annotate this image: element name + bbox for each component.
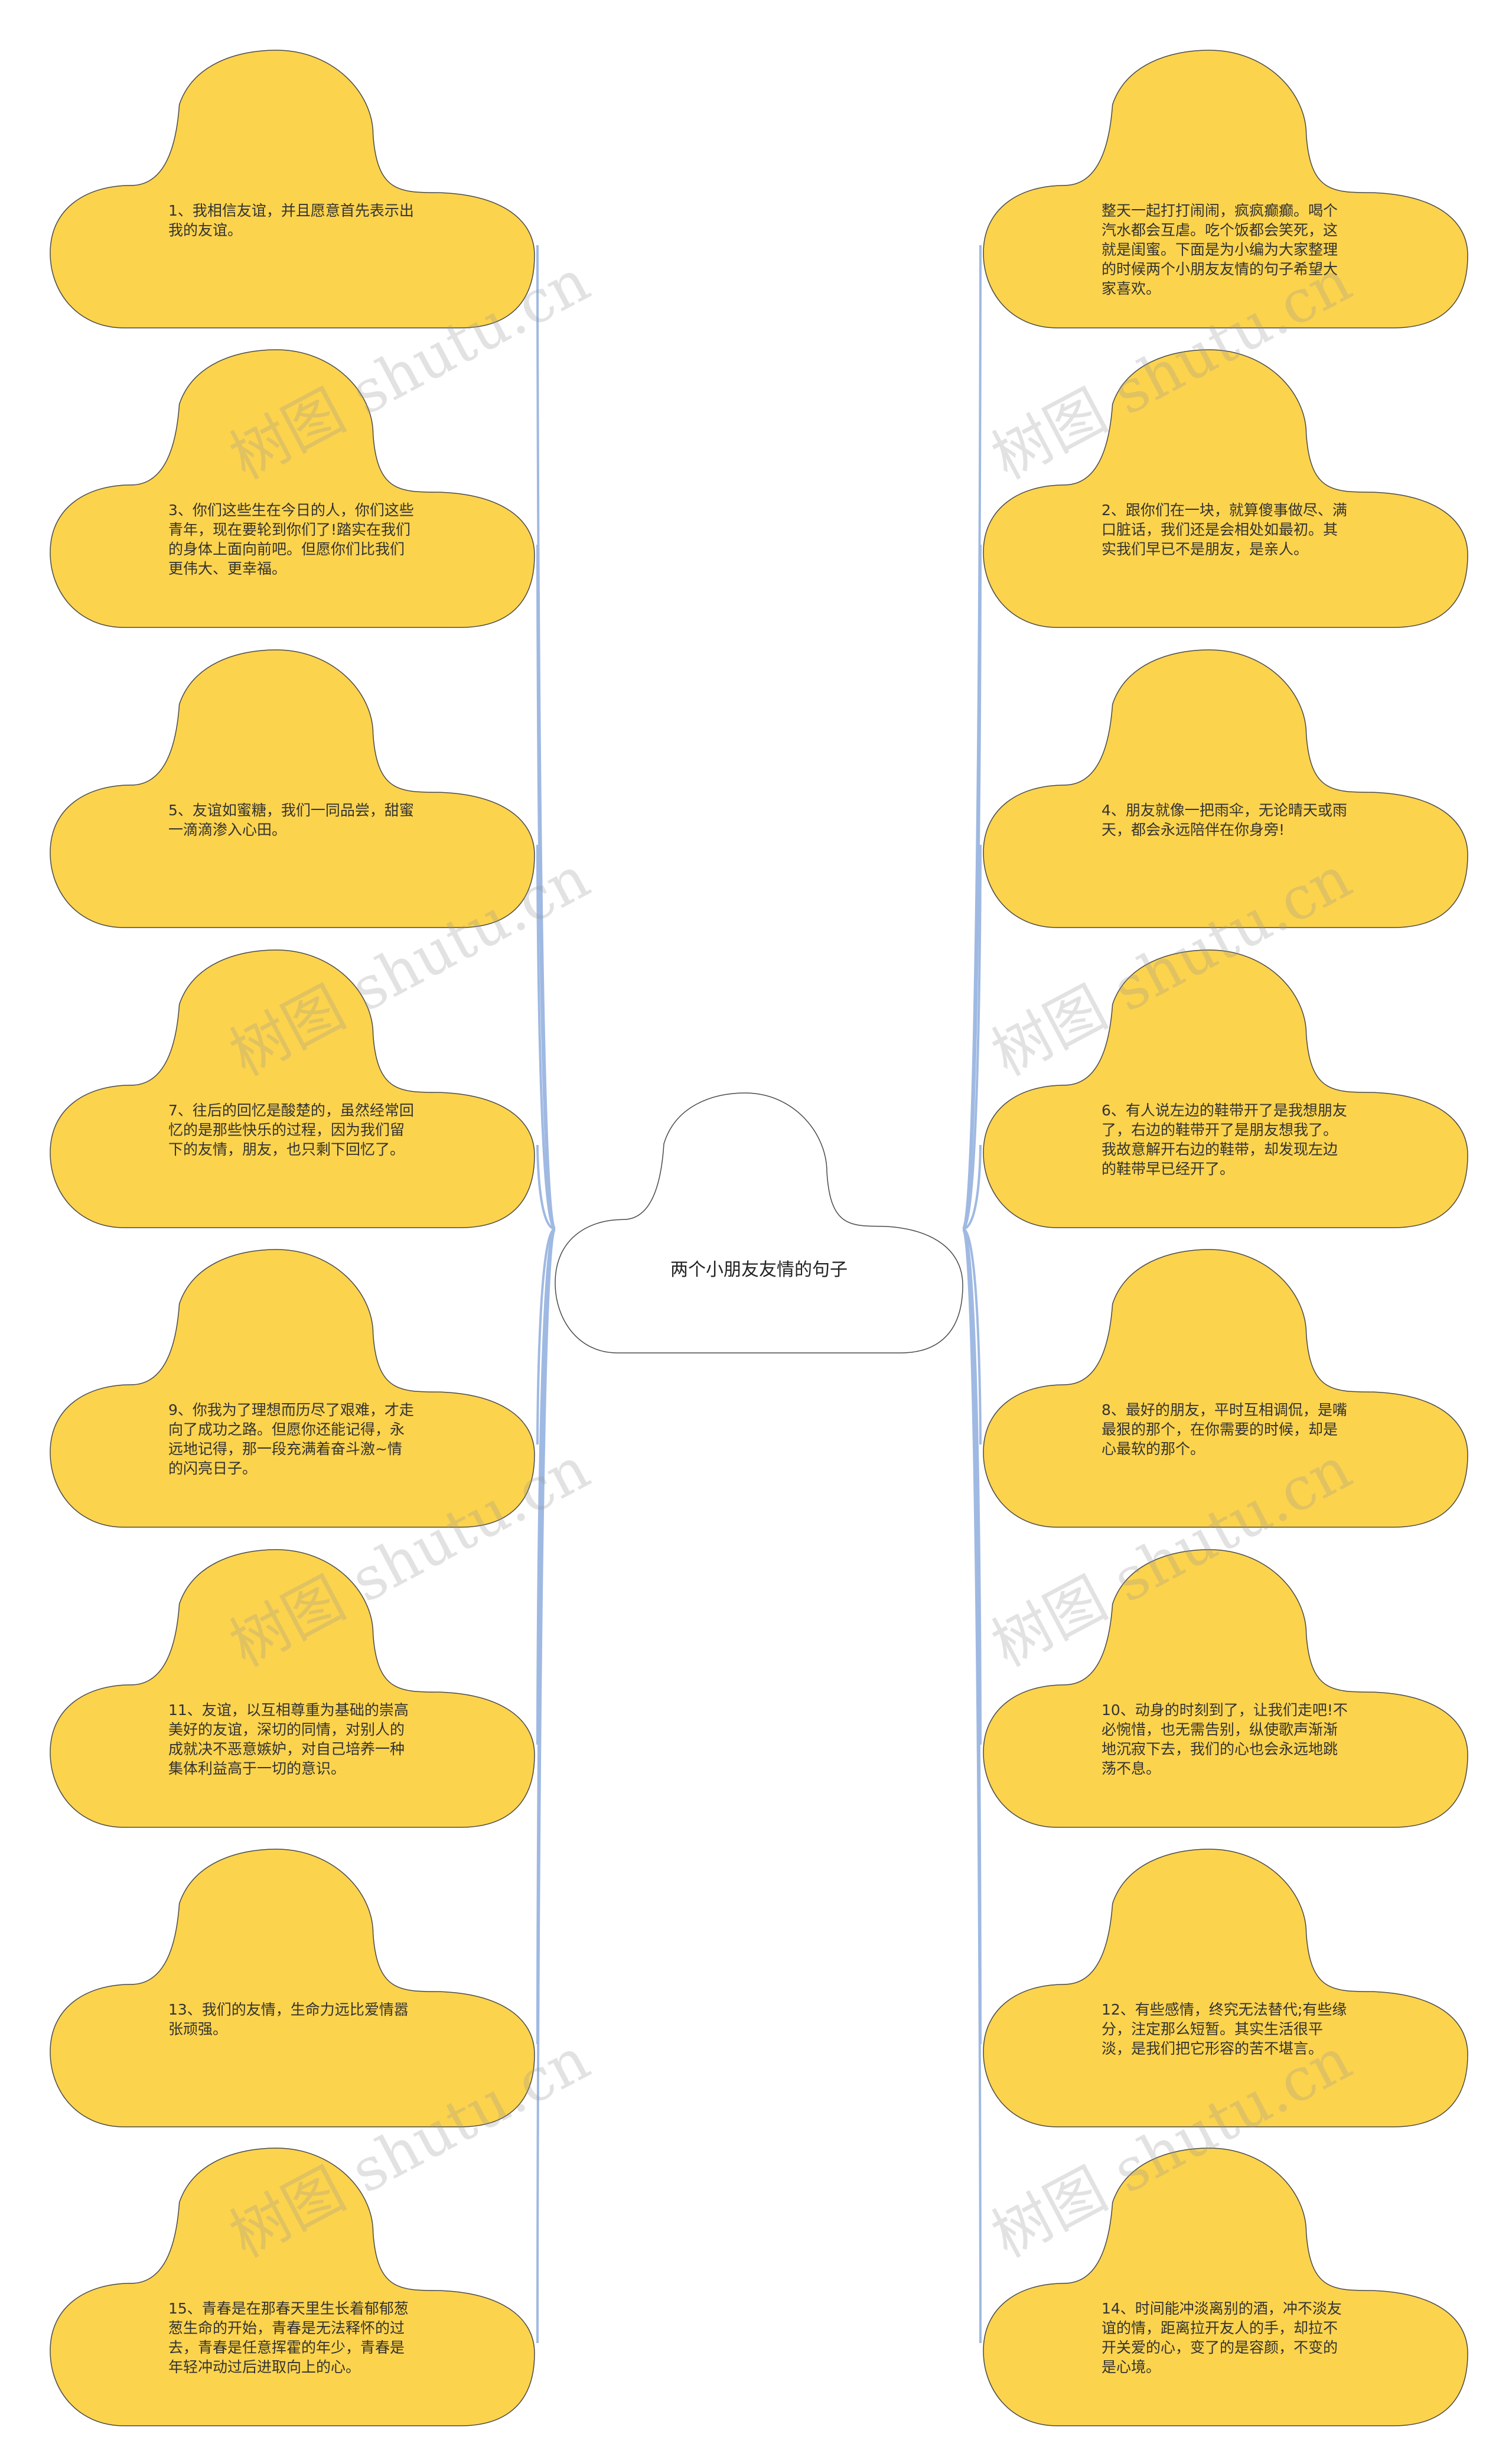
left-node-4[interactable]: 7、往后的回忆是酸楚的，虽然经常回忆的是那些快乐的过程，因为我们留下的友情，朋友… — [50, 950, 535, 1228]
right-node-6[interactable]: 10、动身的时刻到了，让我们走吧!不必惋惜，也无需告别，纵使歌声渐渐地沉寂下去，… — [983, 1550, 1468, 1827]
cloud-shape — [983, 950, 1468, 1228]
right-node-2[interactable]: 2、跟你们在一块，就算傻事做尽、满口脏话，我们还是会相处如最初。其实我们早已不是… — [983, 350, 1468, 627]
node-text: 8、最好的朋友，平时互相调侃，是嘴最狠的那个，在你需要的时候，却是心最软的那个。 — [1102, 1401, 1347, 1457]
right-link-5 — [962, 1228, 982, 1445]
right-link-8 — [962, 1228, 982, 2344]
node-text: 3、你们这些生在今日的人，你们这些青年，现在要轮到你们了!踏实在我们的身体上面向… — [168, 502, 414, 577]
cloud-shape — [50, 950, 535, 1228]
cloud-shape — [50, 650, 535, 928]
left-link-3 — [536, 844, 556, 1230]
cloud-shape — [983, 1550, 1468, 1827]
node-text: 9、你我为了理想而历尽了艰难，才走向了成功之路。但愿你还能记得，永远地记得，那一… — [168, 1401, 414, 1477]
right-link-3 — [962, 844, 982, 1230]
right-node-8[interactable]: 14、时间能冲淡离别的酒，冲不淡友谊的情，距离拉开友人的手，却拉不开关爱的心，变… — [983, 2148, 1468, 2426]
cloud-shape — [50, 1250, 535, 1527]
cloud-shape — [983, 2148, 1468, 2426]
left-link-8 — [536, 1228, 556, 2344]
left-node-8[interactable]: 15、青春是在那春天里生长着郁郁葱葱生命的开始，青春是无法释怀的过去，青春是任意… — [50, 2148, 535, 2426]
left-node-7[interactable]: 13、我们的友情，生命力远比爱情嚣张顽强。 — [50, 1849, 535, 2127]
right-node-4[interactable]: 6、有人说左边的鞋带开了是我想朋友了，右边的鞋带开了是朋友想我了。我故意解开右边… — [983, 950, 1468, 1228]
cloud-shape — [983, 350, 1468, 627]
node-text: 14、时间能冲淡离别的酒，冲不淡友谊的情，距离拉开友人的手，却拉不开关爱的心，变… — [1102, 2300, 1342, 2376]
central-cloud-shape — [555, 1093, 963, 1353]
node-text: 整天一起打打闹闹，疯疯癫癫。喝个汽水都会互虐。吃个饭都会笑死，这就是闺蜜。下面是… — [1102, 202, 1338, 297]
left-node-6[interactable]: 11、友谊，以互相尊重为基础的崇高美好的友谊，深切的同情，对别人的成就决不恶意嫉… — [50, 1550, 535, 1827]
node-text: 13、我们的友情，生命力远比爱情嚣张顽强。 — [168, 2001, 409, 2038]
cloud-shape — [50, 2148, 535, 2426]
node-text: 1、我相信友谊，并且愿意首先表示出我的友谊。 — [168, 202, 414, 239]
node-text: 2、跟你们在一块，就算傻事做尽、满口脏话，我们还是会相处如最初。其实我们早已不是… — [1102, 502, 1347, 558]
cloud-shape — [50, 350, 535, 627]
right-link-2 — [962, 544, 982, 1230]
central-topic[interactable]: 两个小朋友友情的句子 — [555, 1093, 963, 1353]
node-text: 6、有人说左边的鞋带开了是我想朋友了，右边的鞋带开了是朋友想我了。我故意解开右边… — [1102, 1102, 1347, 1177]
cloud-shape — [50, 50, 535, 328]
cloud-shape — [50, 1849, 535, 2127]
left-node-2[interactable]: 3、你们这些生在今日的人，你们这些青年，现在要轮到你们了!踏实在我们的身体上面向… — [50, 350, 535, 627]
left-node-3[interactable]: 5、友谊如蜜糖，我们一同品尝，甜蜜一滴滴渗入心田。 — [50, 650, 535, 928]
left-link-2 — [536, 544, 556, 1230]
central-topic-label: 两个小朋友友情的句子 — [670, 1260, 848, 1280]
node-text: 10、动身的时刻到了，让我们走吧!不必惋惜，也无需告别，纵使歌声渐渐地沉寂下去，… — [1102, 1701, 1348, 1777]
right-link-1 — [962, 245, 982, 1230]
cloud-shape — [983, 1250, 1468, 1527]
cloud-shape — [983, 650, 1468, 928]
right-node-5[interactable]: 8、最好的朋友，平时互相调侃，是嘴最狠的那个，在你需要的时候，却是心最软的那个。 — [983, 1250, 1468, 1527]
right-link-6 — [962, 1228, 982, 1745]
cloud-shape — [983, 1849, 1468, 2127]
cloud-shape — [983, 50, 1468, 328]
node-text: 7、往后的回忆是酸楚的，虽然经常回忆的是那些快乐的过程，因为我们留下的友情，朋友… — [168, 1102, 414, 1158]
left-node-1[interactable]: 1、我相信友谊，并且愿意首先表示出我的友谊。 — [50, 50, 535, 328]
node-text: 12、有些感情，终究无法替代;有些缘分，注定那么短暂。其实生活很平淡，是我们把它… — [1102, 2001, 1347, 2057]
left-link-5 — [536, 1228, 556, 1445]
cloud-shape — [50, 1550, 535, 1827]
node-text: 15、青春是在那春天里生长着郁郁葱葱生命的开始，青春是无法释怀的过去，青春是任意… — [168, 2300, 409, 2376]
node-text: 4、朋友就像一把雨伞，无论晴天或雨天，都会永远陪伴在你身旁! — [1102, 802, 1347, 838]
left-link-4 — [536, 1144, 556, 1230]
right-node-3[interactable]: 4、朋友就像一把雨伞，无论晴天或雨天，都会永远陪伴在你身旁! — [983, 650, 1468, 928]
left-link-6 — [536, 1228, 556, 1745]
right-node-7[interactable]: 12、有些感情，终究无法替代;有些缘分，注定那么短暂。其实生活很平淡，是我们把它… — [983, 1849, 1468, 2127]
node-text: 5、友谊如蜜糖，我们一同品尝，甜蜜一滴滴渗入心田。 — [168, 802, 414, 838]
left-node-5[interactable]: 9、你我为了理想而历尽了艰难，才走向了成功之路。但愿你还能记得，永远地记得，那一… — [50, 1250, 535, 1527]
left-link-1 — [536, 245, 556, 1230]
right-link-4 — [962, 1144, 982, 1230]
node-text: 11、友谊，以互相尊重为基础的崇高美好的友谊，深切的同情，对别人的成就决不恶意嫉… — [168, 1701, 409, 1777]
right-node-1[interactable]: 整天一起打打闹闹，疯疯癫癫。喝个汽水都会互虐。吃个饭都会笑死，这就是闺蜜。下面是… — [983, 50, 1468, 328]
